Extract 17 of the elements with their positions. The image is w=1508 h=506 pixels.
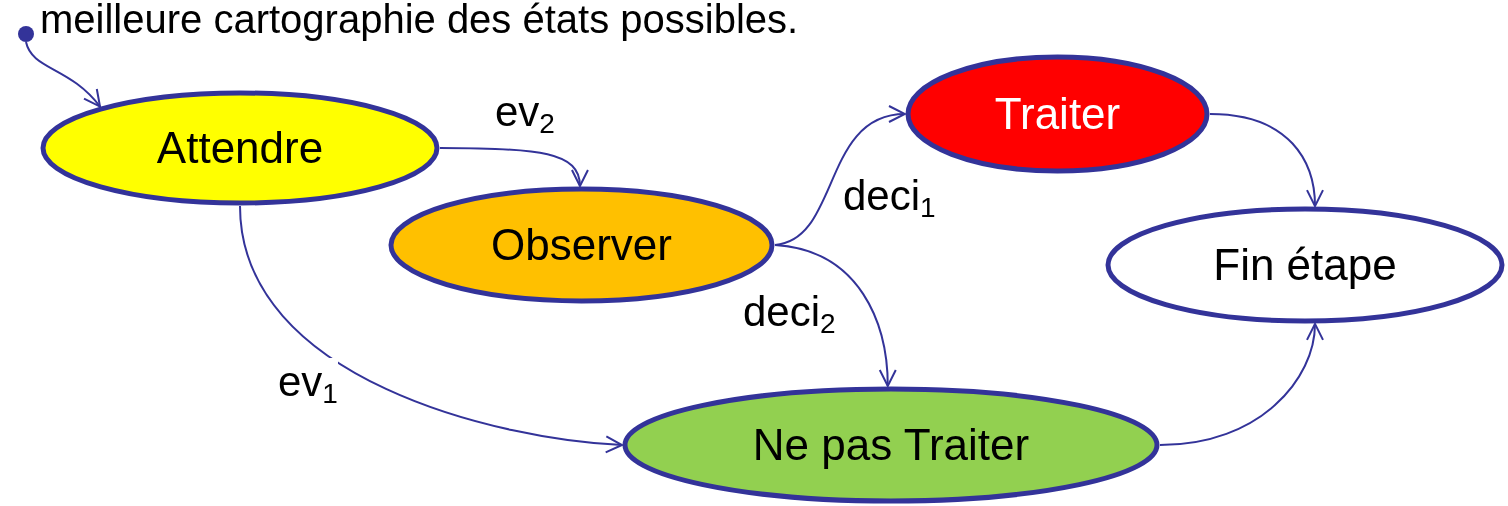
state-ellipse [1105, 206, 1505, 324]
arrow [25, 41, 101, 108]
edge-label: ev$_{1}$ [278, 358, 338, 406]
arrow [1159, 322, 1323, 446]
arrow [1209, 113, 1324, 208]
state-label: Fin étape [1213, 240, 1397, 290]
arrow [439, 147, 588, 187]
state-label: Traiter [994, 89, 1121, 139]
arrow [774, 244, 897, 387]
heading-text: meilleure cartographie des états possibles. [40, 0, 799, 42]
state-label: Observer [491, 220, 672, 270]
state-label: Attendre [156, 123, 324, 173]
state-ellipse [40, 90, 440, 206]
state-label: Ne pas Traiter [752, 420, 1030, 470]
state-ellipse [622, 386, 1160, 504]
state-ellipse [905, 54, 1210, 174]
arrow [239, 205, 623, 453]
